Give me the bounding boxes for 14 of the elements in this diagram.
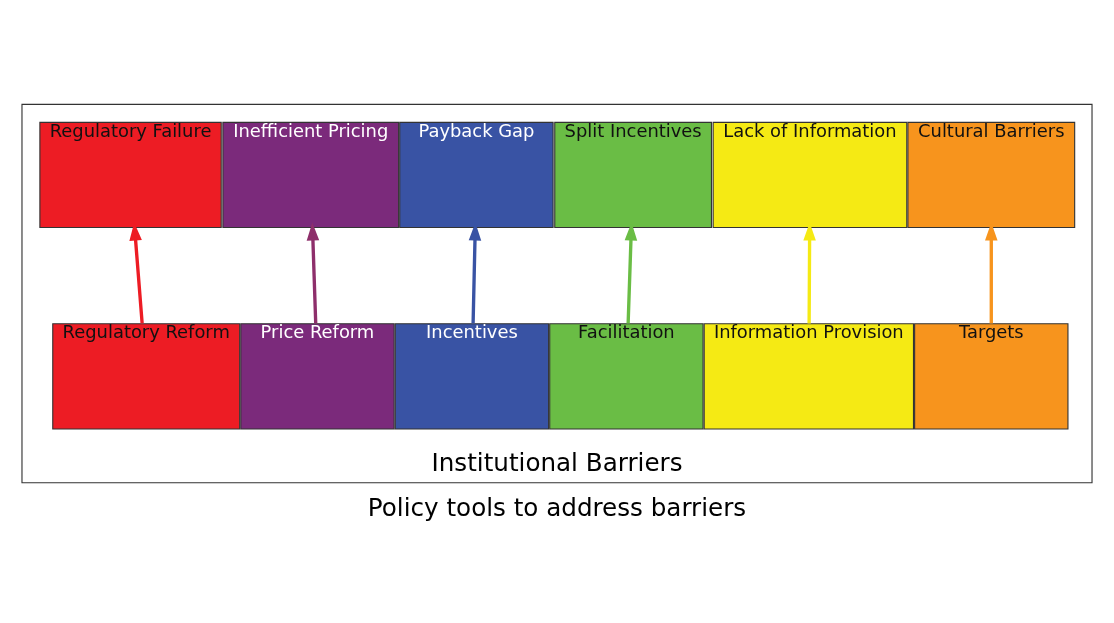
- node-box: Information Provision: [703, 323, 915, 430]
- node-box: Regulatory Reform: [52, 323, 241, 430]
- node-box: Facilitation: [549, 323, 704, 430]
- node-box: Incentives: [394, 323, 550, 430]
- node-box: Price Reform: [240, 323, 395, 430]
- node-box: Cultural Barriers: [907, 121, 1076, 229]
- caption: Policy tools to address barriers: [367, 492, 747, 522]
- node-box: Split Incentives: [554, 121, 712, 229]
- node-box: Regulatory Failure: [39, 121, 222, 229]
- node-box: Targets: [914, 323, 1069, 430]
- node-box: Inefficient Pricing: [222, 121, 400, 229]
- node-box: Payback Gap: [399, 121, 554, 229]
- node-box: Lack of Information: [712, 121, 908, 229]
- arrow: [306, 222, 320, 324]
